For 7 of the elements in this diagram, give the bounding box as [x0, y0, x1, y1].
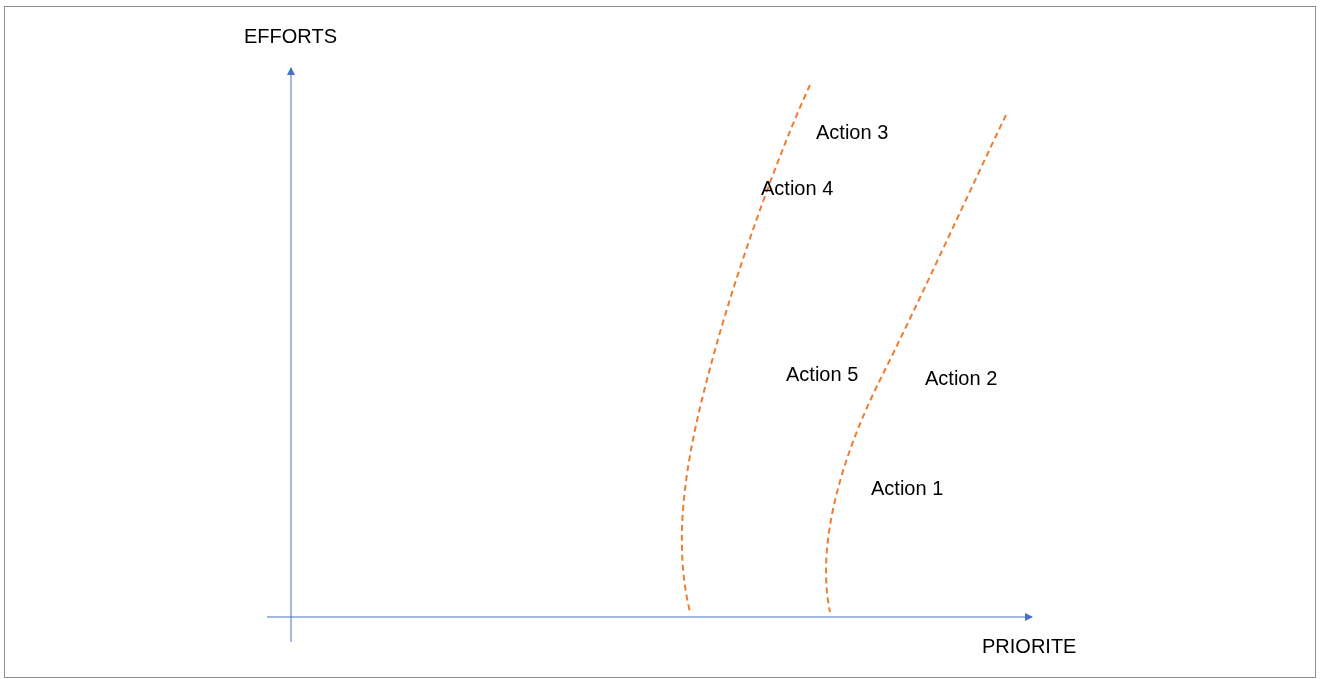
action-label: Action 4: [761, 176, 834, 200]
axis-label: EFFORTS: [244, 24, 337, 48]
action-label: Action 3: [816, 120, 889, 144]
action-label: Action 5: [786, 362, 859, 386]
action-label: Action 2: [925, 366, 998, 390]
action-label: Action 1: [871, 476, 944, 500]
axis-label: PRIORITE: [982, 634, 1077, 658]
